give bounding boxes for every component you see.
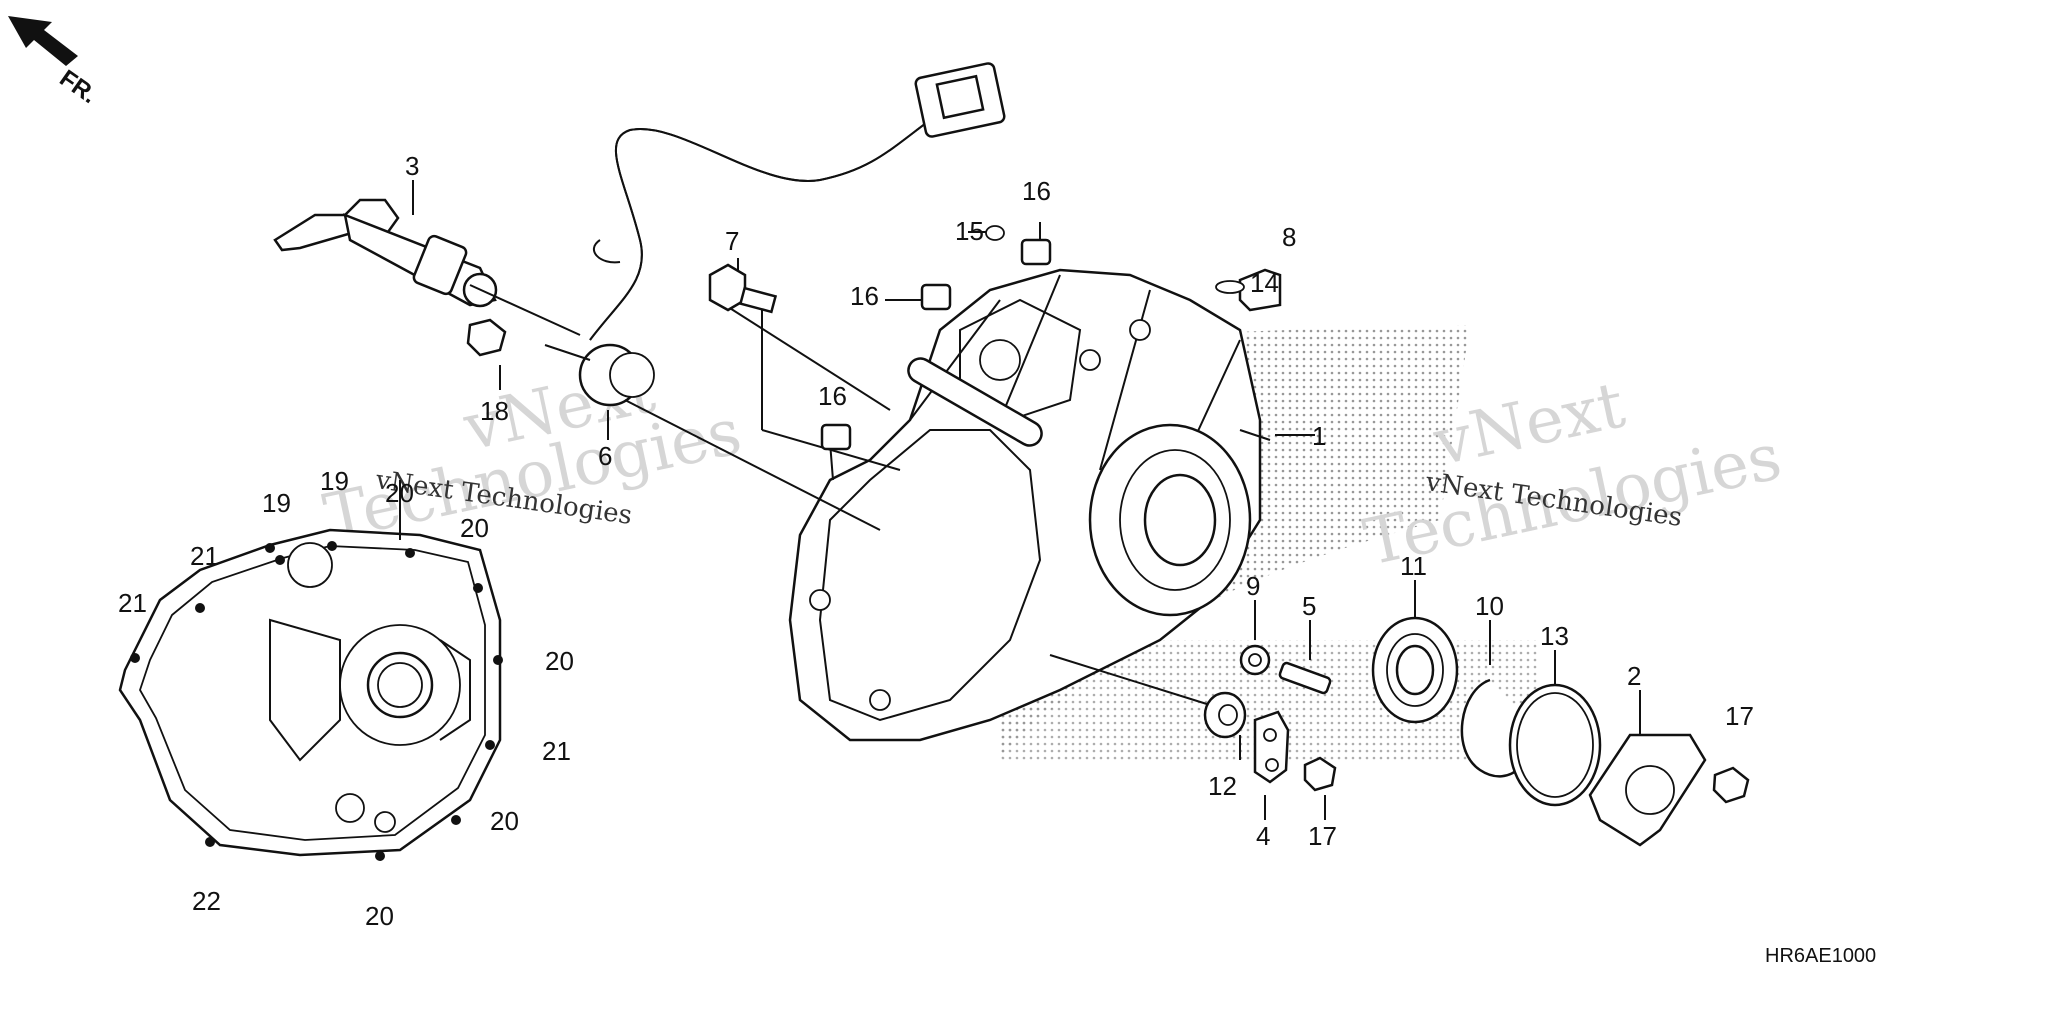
callout-4: 4: [1256, 821, 1270, 851]
front-arrow-icon: FR.: [8, 16, 102, 109]
callout-22: 22: [192, 886, 221, 916]
callout-14: 14: [1250, 268, 1279, 298]
callout-20-b: 20: [460, 513, 489, 543]
callout-19-a: 19: [262, 488, 291, 518]
callout-16-low: 16: [818, 381, 847, 411]
callout-18: 18: [480, 396, 509, 426]
callout-17-right: 17: [1725, 701, 1754, 731]
callout-16-top: 16: [1022, 176, 1051, 206]
callout-3: 3: [405, 151, 419, 181]
callout-5: 5: [1302, 591, 1316, 621]
harness-part: [544, 62, 1006, 407]
callout-21-b: 21: [118, 588, 147, 618]
callout-7: 7: [725, 226, 739, 256]
gasket-part: [118, 528, 503, 861]
callout-2: 2: [1627, 661, 1641, 691]
callout-1: 1: [1312, 421, 1326, 451]
shaft-part: [273, 198, 498, 308]
callout-6: 6: [598, 441, 612, 471]
orientation-label: FR.: [55, 65, 102, 109]
callout-17-lower: 17: [1308, 821, 1337, 851]
small-parts: [466, 225, 1750, 847]
callout-12: 12: [1208, 771, 1237, 801]
callout-16-mid: 16: [850, 281, 879, 311]
callout-20-d: 20: [490, 806, 519, 836]
callouts: 1 2 3 4 5 6 7 8 9 10 11 12 13 14 15 16 1…: [118, 151, 1754, 931]
callout-13: 13: [1540, 621, 1569, 651]
callout-11: 11: [1400, 551, 1427, 581]
case-part: [788, 268, 1262, 742]
callout-10: 10: [1475, 591, 1504, 621]
drawing-code: HR6AE1000: [1765, 945, 1876, 967]
callout-15: 15: [955, 216, 984, 246]
callout-20-a: 20: [385, 478, 414, 508]
callout-21-a: 21: [190, 541, 219, 571]
callout-20-e: 20: [365, 901, 394, 931]
callout-20-c: 20: [545, 646, 574, 676]
callout-9: 9: [1246, 571, 1260, 601]
callout-21-c: 21: [542, 736, 571, 766]
callout-8: 8: [1282, 222, 1296, 252]
callout-19-b: 19: [320, 466, 349, 496]
